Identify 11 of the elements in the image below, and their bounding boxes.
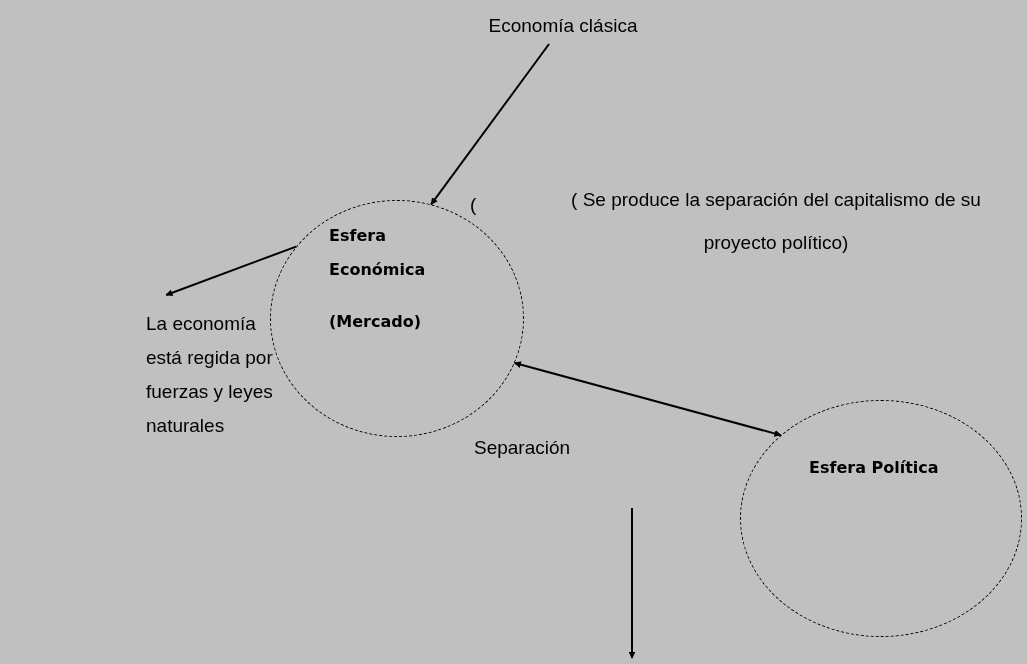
sphere-title: Esfera Política: [809, 457, 939, 479]
arrow: [513, 361, 782, 437]
parenthesis-mark: (: [470, 193, 478, 217]
sphere-title: Esfera Económica: [329, 225, 427, 281]
source-label: Economía clásica: [488, 14, 638, 38]
note-text: ( Se produce la separación del capitalismo de su proyecto político): [571, 188, 981, 255]
separation-label: Separación: [474, 436, 572, 460]
arrow: [430, 43, 551, 206]
sphere-subtitle: (Mercado): [329, 311, 422, 333]
arrow: [165, 245, 298, 297]
note-text: La economía está regida por fuerzas y leyes naturales: [146, 312, 274, 438]
